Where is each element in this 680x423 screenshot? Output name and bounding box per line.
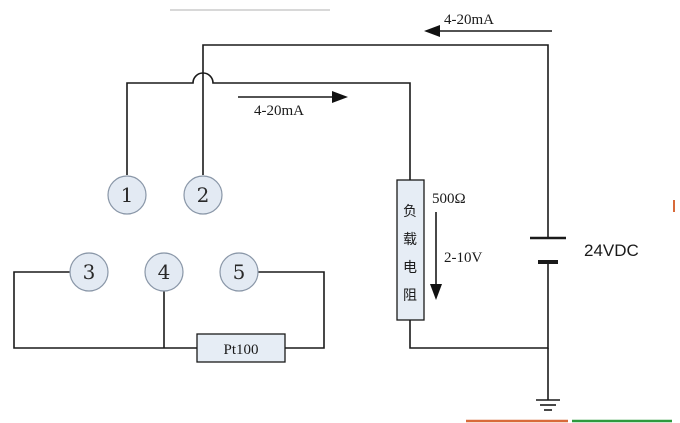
current-label-mid: 4-20mA <box>254 103 304 119</box>
ground-icon <box>536 399 560 411</box>
terminal-3: 3 <box>69 252 109 292</box>
terminal-1: 1 <box>107 175 147 215</box>
pt100-box <box>196 333 286 363</box>
supply-label: 24VDC <box>584 241 639 260</box>
wire-terminal2-to-supply <box>202 44 549 238</box>
load-resistor-box <box>396 179 425 321</box>
voltage-arrow <box>430 212 442 300</box>
terminal-4: 4 <box>144 252 184 292</box>
pt100-label: Pt100 <box>223 342 258 358</box>
wire-terminal5-loop <box>258 271 325 349</box>
battery-icon <box>530 236 566 264</box>
load-resistor-char-4: 阻 <box>403 288 417 304</box>
wire-terminal3-loop <box>13 271 197 349</box>
terminal-2-label: 2 <box>197 183 210 207</box>
terminal-5-label: 5 <box>233 260 246 284</box>
load-resistor-char-3: 电 <box>403 260 417 276</box>
current-label-top: 4-20mA <box>444 12 494 28</box>
terminal-2: 2 <box>183 175 223 215</box>
load-resistor-char-2: 载 <box>403 232 417 248</box>
wire-load-to-supply-return <box>409 262 549 349</box>
terminal-3-label: 3 <box>83 260 96 284</box>
current-arrow-top <box>424 25 552 37</box>
terminal-1-label: 1 <box>121 183 134 207</box>
resistor-value-label: 500Ω <box>432 191 466 207</box>
current-arrow-mid <box>238 91 348 103</box>
terminal-4-label: 4 <box>158 260 171 284</box>
terminal-5: 5 <box>219 252 259 292</box>
load-resistor-char-1: 负 <box>403 204 417 220</box>
wire-terminal1-to-load <box>126 72 411 180</box>
voltage-label: 2-10V <box>444 250 482 266</box>
